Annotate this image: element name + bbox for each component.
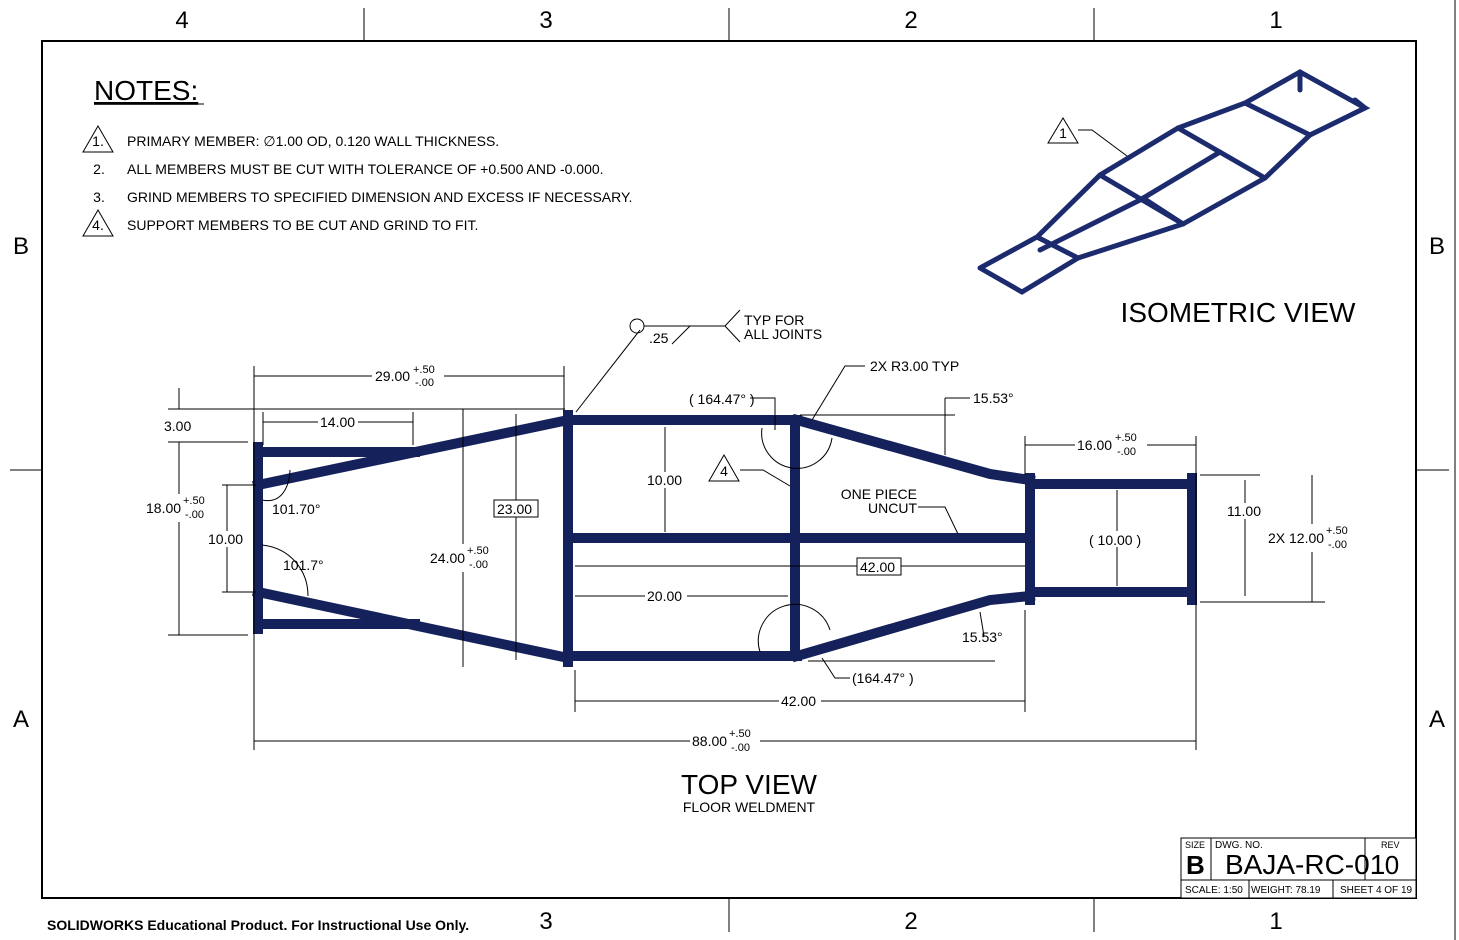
dim-23-reference: 23.00 (497, 501, 532, 517)
tol-minus: -.00 (469, 559, 488, 571)
tol-plus: +.50 (413, 364, 435, 376)
note-marker: 3. (93, 189, 105, 205)
tol-plus: +.50 (183, 495, 205, 507)
zone-col-3-bottom: 3 (539, 908, 552, 935)
notes: NOTES: 1. PRIMARY MEMBER: ∅1.00 OD, 0.12… (82, 75, 632, 237)
radius-callout: 2X R3.00 TYP (870, 358, 959, 374)
note-item: GRIND MEMBERS TO SPECIFIED DIMENSION AND… (127, 189, 632, 205)
dim-42: 42.00 (781, 693, 816, 709)
flag-4-icon (82, 208, 114, 237)
zone-labels: 4 3 2 1 3 2 1 B B A A (13, 7, 1445, 935)
weld-note-2: ALL JOINTS (744, 326, 822, 342)
notes-title: NOTES: (94, 75, 198, 106)
tol-plus: +.50 (467, 545, 489, 557)
tol-plus: +.50 (1115, 432, 1137, 444)
top-view-title: TOP VIEW (681, 769, 817, 800)
zone-ticks (10, 0, 1456, 940)
one-piece-callout-1: ONE PIECE (841, 486, 917, 502)
note-marker: 1. (92, 133, 104, 149)
dim-10-reference: ( 10.00 ) (1089, 532, 1141, 548)
tol-minus: -.00 (1117, 446, 1136, 458)
dim-20: 20.00 (647, 588, 682, 604)
note-item: PRIMARY MEMBER: ∅1.00 OD, 0.120 WALL THI… (127, 133, 499, 149)
dim-29: 29.00 (375, 368, 410, 384)
zone-col-4: 4 (175, 7, 188, 34)
educational-watermark: SOLIDWORKS Educational Product. For Inst… (47, 917, 469, 933)
zone-col-3: 3 (539, 7, 552, 34)
zone-col-1: 1 (1269, 7, 1282, 34)
zone-col-2: 2 (904, 7, 917, 34)
top-view-frame (252, 410, 1197, 667)
size-value: B (1186, 850, 1205, 880)
zone-row-b: B (13, 233, 29, 260)
dim-18: 18.00 (146, 500, 181, 516)
dim-11: 11.00 (1227, 503, 1261, 519)
rev-label: REV (1381, 840, 1400, 850)
zone-col-1-bottom: 1 (1269, 908, 1282, 935)
one-piece-callout-2: UNCUT (868, 500, 917, 516)
tol-minus: -.00 (185, 509, 204, 521)
angle-101-70: 101.70° (272, 501, 320, 517)
dim-10-left: 10.00 (208, 531, 243, 547)
scale: SCALE: 1:50 (1185, 885, 1243, 896)
iso-balloon: 1 (1059, 125, 1067, 141)
rev-value: 0 (1385, 850, 1399, 880)
dwg-no-label: DWG. NO. (1215, 840, 1263, 851)
dim-16: 16.00 (1077, 437, 1112, 453)
isometric-view: 1 ISOMETRIC VIEW (977, 69, 1371, 328)
dim-3: 3.00 (164, 418, 191, 434)
zone-row-b-right: B (1429, 233, 1445, 260)
size-label: SIZE (1185, 840, 1205, 850)
angle-15-53-top: 15.53° (973, 390, 1014, 406)
zone-row-a: A (13, 706, 29, 733)
angle-164-47-top: ( 164.47° ) (689, 391, 755, 407)
dwg-no-value: BAJA-RC-01 (1225, 849, 1385, 880)
title-block: SIZE B DWG. NO. BAJA-RC-01 REV 0 SCALE: … (1180, 837, 1417, 899)
dimension-texts: .25 TYP FOR ALL JOINTS 2X R3.00 TYP ONE … (145, 312, 1360, 755)
tol-minus: -.00 (731, 742, 750, 754)
note-item: ALL MEMBERS MUST BE CUT WITH TOLERANCE O… (127, 161, 604, 177)
tol-minus: -.00 (1328, 539, 1347, 551)
angle-15-53-bottom: 15.53° (962, 629, 1003, 645)
dim-14: 14.00 (320, 414, 355, 430)
flag-4-callout-icon (708, 453, 740, 482)
weld-note-1: TYP FOR (744, 312, 804, 328)
dim-10-center: 10.00 (647, 472, 682, 488)
sheet: SHEET 4 OF 19 (1340, 885, 1413, 896)
tol-minus: -.00 (415, 377, 434, 389)
note-item: SUPPORT MEMBERS TO BE CUT AND GRIND TO F… (127, 217, 478, 233)
tol-plus: +.50 (1326, 525, 1348, 537)
tol-plus: +.50 (729, 728, 751, 740)
isometric-view-title: ISOMETRIC VIEW (1121, 297, 1356, 328)
dim-88: 88.00 (692, 733, 727, 749)
zone-col-2-bottom: 2 (904, 908, 917, 935)
note-marker: 4. (92, 217, 104, 233)
weight: WEIGHT: 78.19 (1251, 885, 1321, 896)
dim-12: 2X 12.00 (1268, 530, 1324, 546)
dimension-lines (168, 309, 1325, 750)
flag-4-callout: 4 (720, 463, 728, 479)
dim-24: 24.00 (430, 550, 465, 566)
note-marker: 2. (93, 161, 105, 177)
balloon-flag-icon (1047, 117, 1079, 144)
top-view-subtitle: FLOOR WELDMENT (683, 799, 816, 815)
flag-1-icon (82, 124, 114, 153)
dim-42-reference: 42.00 (860, 559, 895, 575)
angle-164-47-bottom: (164.47° ) (852, 670, 914, 686)
weld-size: .25 (649, 330, 669, 346)
zone-row-a-right: A (1429, 706, 1445, 733)
angle-101-7: 101.7° (283, 557, 324, 573)
